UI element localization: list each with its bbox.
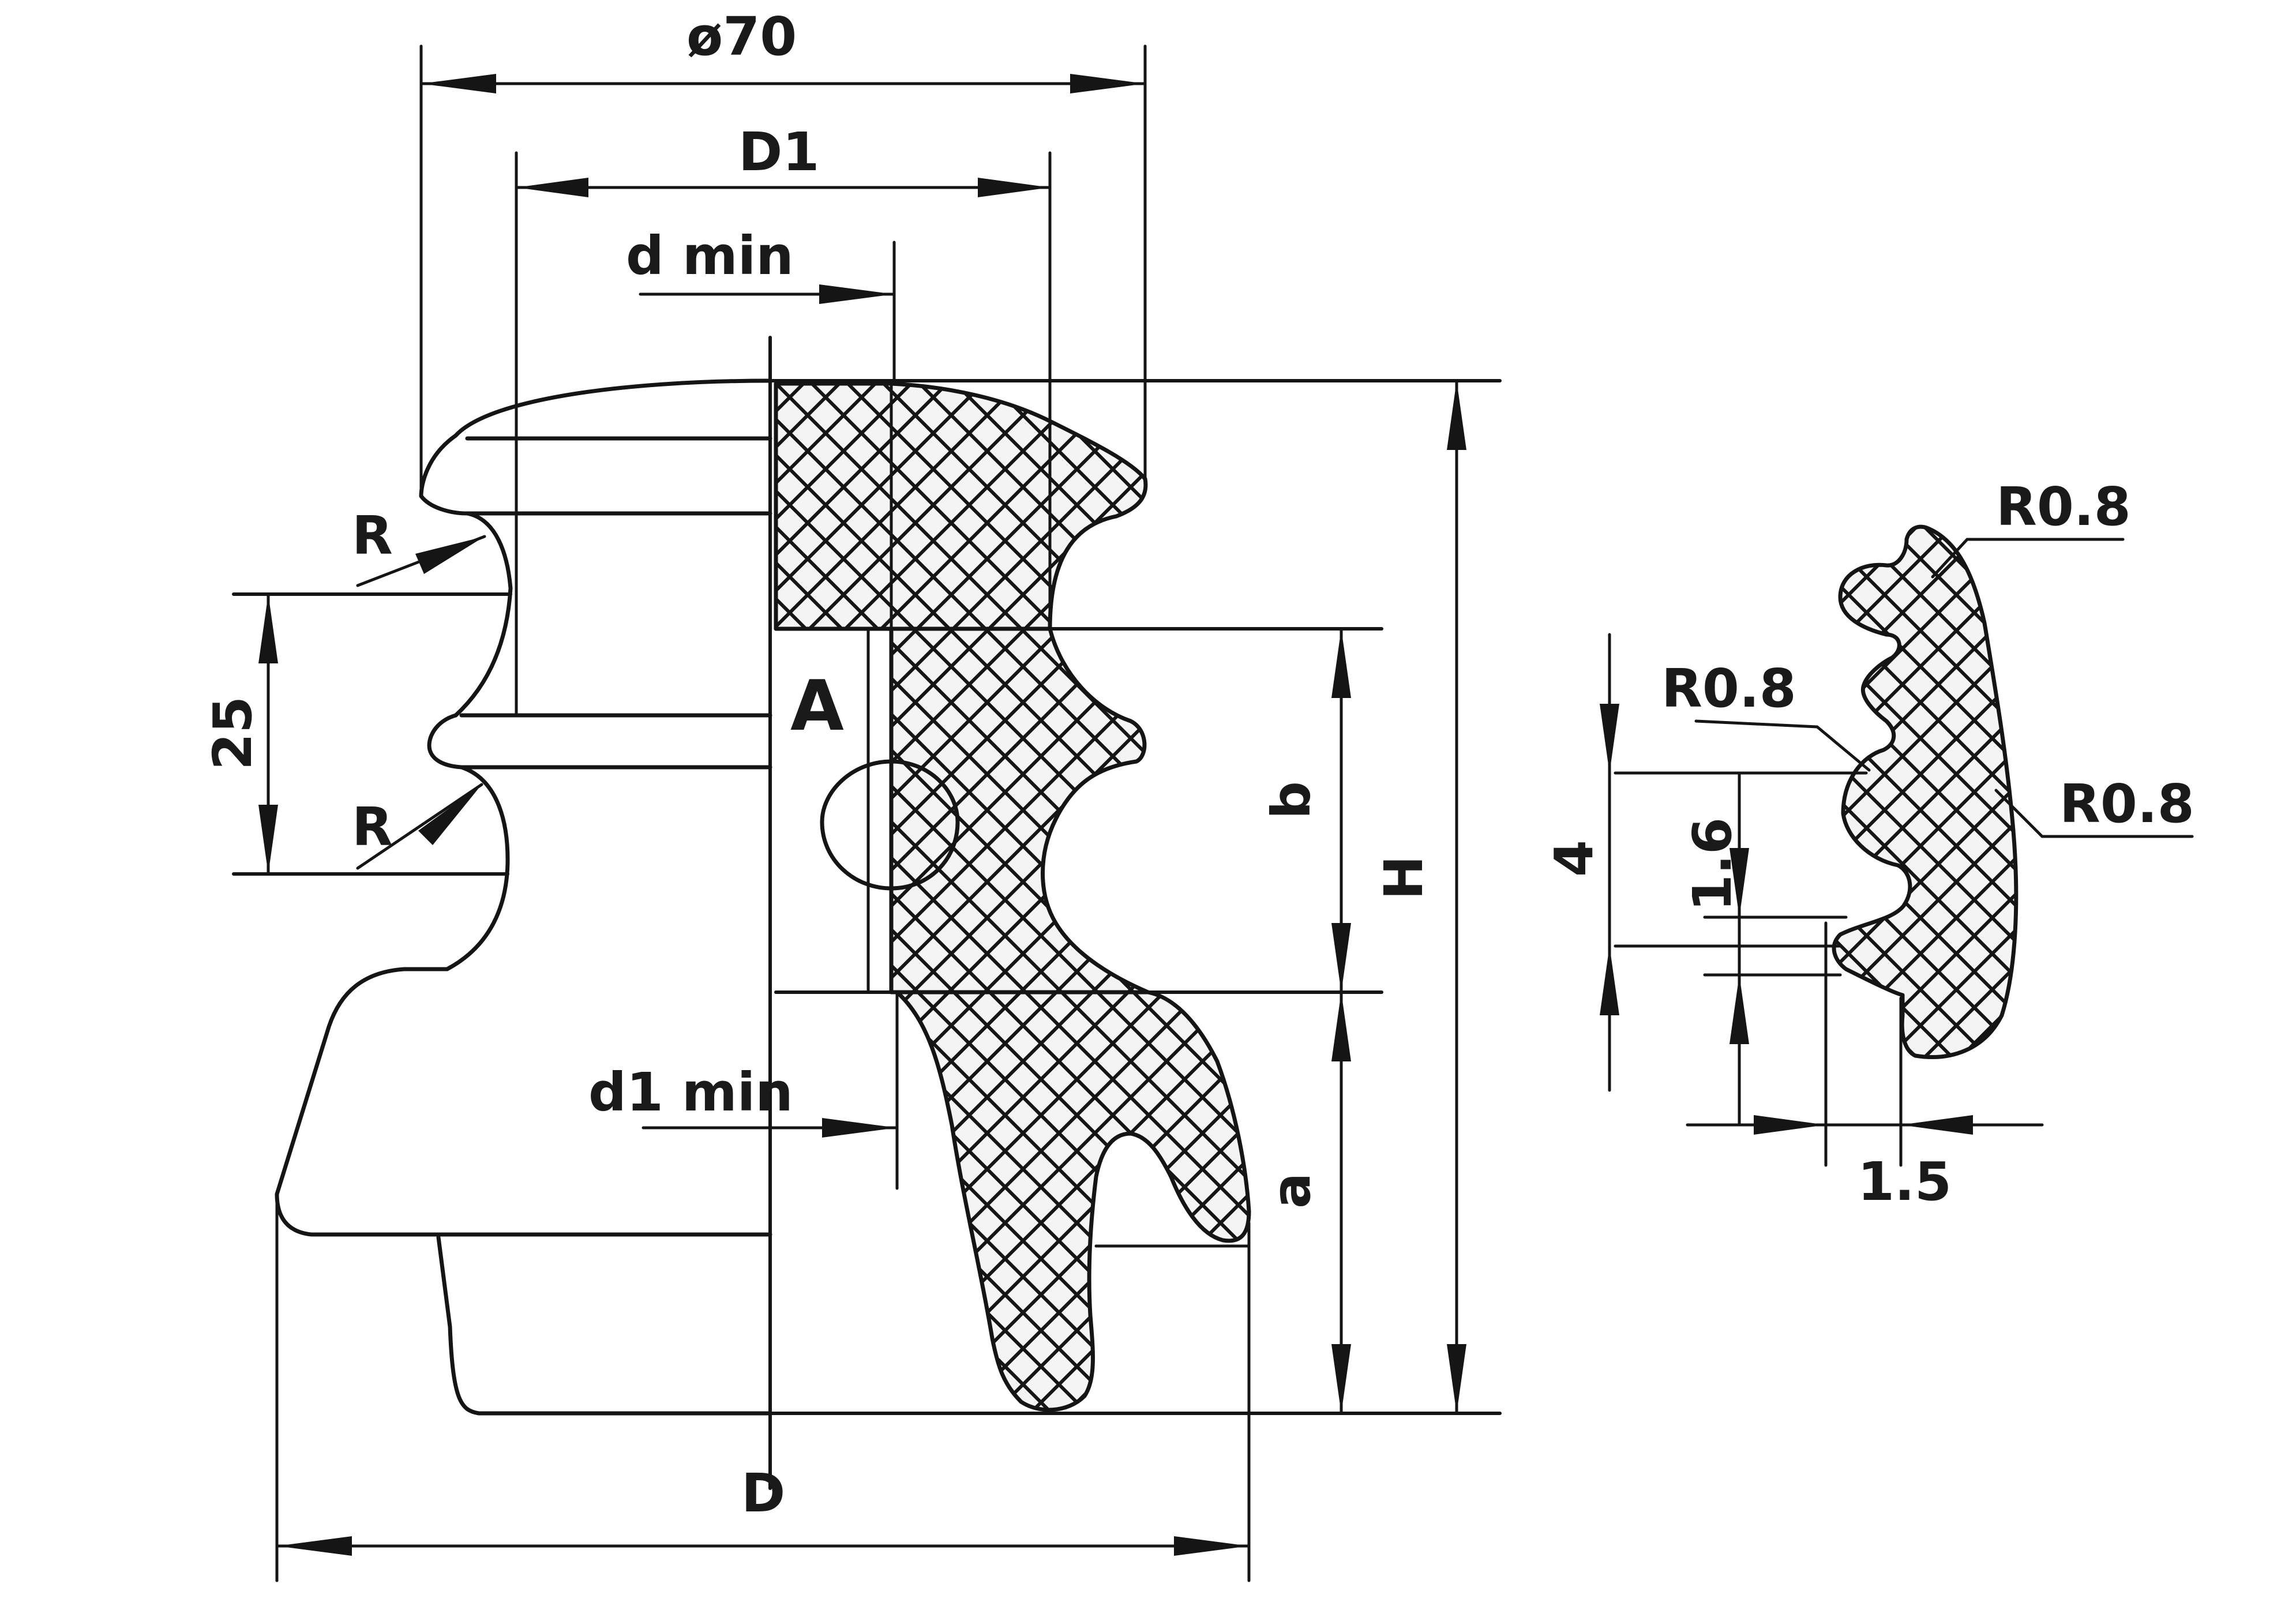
label-r08-left: R0.8 (1661, 658, 1796, 719)
label-r08-right: R0.8 (2059, 773, 2194, 835)
label-b: b (1260, 781, 1322, 819)
label-r08-top: R0.8 (1996, 476, 2131, 538)
insulator-side-view (275, 378, 772, 1416)
arrowheads (258, 74, 1466, 1556)
labels: ø70 D1 d min R R 25 A b H d1 min a D 4 1… (202, 6, 2194, 1524)
profile-detail (1600, 524, 2194, 1167)
label-dim25: 25 (202, 696, 264, 770)
label-dim16: 1.6 (1682, 817, 1743, 911)
label-dim15: 1.5 (1858, 1151, 1952, 1213)
label-section-a: A (790, 666, 844, 746)
insulator-cross-section (774, 379, 1383, 1412)
label-d-bottom: D (741, 1462, 785, 1524)
label-dim4: 4 (1543, 840, 1605, 877)
label-d1min: d1 min (588, 1061, 793, 1123)
label-r-lower: R (352, 796, 393, 858)
dimension-lines (232, 44, 1502, 1582)
label-dmin: d min (626, 225, 794, 287)
label-a: a (1260, 1173, 1322, 1209)
label-dia70: ø70 (686, 6, 797, 67)
label-h: H (1373, 855, 1435, 900)
label-r-upper: R (352, 505, 393, 566)
label-d1-upper: D1 (738, 121, 819, 183)
